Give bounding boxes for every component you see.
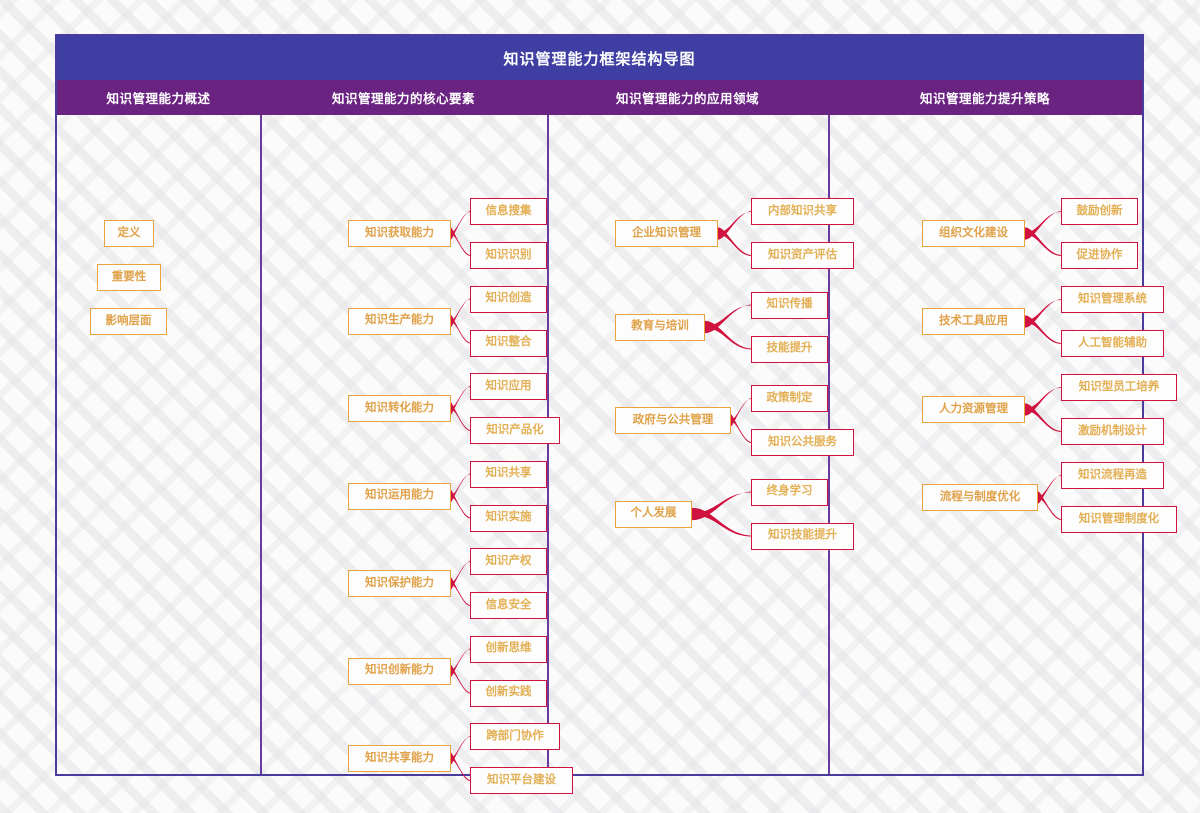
node-child-4-4-2[interactable]: 知识管理制度化: [1061, 506, 1177, 533]
node-child-2-6-2[interactable]: 创新实践: [470, 679, 547, 707]
node-child-2-4-2[interactable]: 知识实施: [470, 504, 547, 532]
node-parent-3-2[interactable]: 教育与培训: [615, 313, 705, 341]
connector: [451, 402, 470, 431]
node-parent-2-7[interactable]: 知识共享能力: [348, 745, 451, 772]
node-child-3-4-1[interactable]: 终身学习: [751, 478, 828, 506]
node-child-3-1-1[interactable]: 内部知识共享: [751, 198, 854, 225]
node-child-4-3-1[interactable]: 知识型员工培养: [1061, 374, 1177, 401]
node-child-4-1-1[interactable]: 鼓励创新: [1061, 198, 1138, 225]
node-parent-3-4[interactable]: 个人发展: [615, 500, 692, 528]
node-parent-3-1[interactable]: 企业知识管理: [615, 220, 718, 247]
node-child-2-5-2[interactable]: 信息安全: [470, 592, 547, 619]
connector: [1025, 211, 1061, 240]
node-child-4-2-1[interactable]: 知识管理系统: [1061, 286, 1164, 313]
node-child-4-1-2[interactable]: 促进协作: [1061, 242, 1138, 269]
column-header-band: 知识管理能力概述 知识管理能力的核心要素 知识管理能力的应用领域 知识管理能力提升策略: [57, 80, 1142, 115]
connector: [1025, 299, 1061, 328]
node-child-3-3-2[interactable]: 知识公共服务: [751, 429, 854, 456]
node-parent-4-3[interactable]: 人力资源管理: [922, 396, 1025, 423]
node-overview-3[interactable]: 影响层面: [90, 308, 167, 335]
node-parent-4-1[interactable]: 组织文化建设: [922, 220, 1025, 247]
connector: [731, 414, 751, 443]
node-child-4-2-2[interactable]: 人工智能辅助: [1061, 330, 1164, 357]
node-child-4-4-1[interactable]: 知识流程再造: [1061, 462, 1164, 489]
node-child-2-7-2[interactable]: 知识平台建设: [470, 767, 573, 794]
columns-body: 定义重要性影响层面知识获取能力信息搜集知识识别知识生产能力知识创造知识整合知识转…: [57, 115, 1177, 794]
node-child-3-3-1[interactable]: 政策制定: [751, 385, 828, 412]
node-child-3-2-2[interactable]: 技能提升: [751, 335, 828, 363]
column-4: 组织文化建设鼓励创新促进协作技术工具应用知识管理系统人工智能辅助人力资源管理知识…: [828, 115, 1177, 774]
connector: [1025, 403, 1061, 432]
node-parent-2-6[interactable]: 知识创新能力: [348, 657, 451, 685]
node-child-2-1-1[interactable]: 信息搜集: [470, 198, 547, 225]
connector: [451, 577, 470, 606]
column-1: 定义重要性影响层面: [57, 115, 260, 774]
column-header-2: 知识管理能力的核心要素: [331, 92, 475, 106]
node-parent-4-2[interactable]: 技术工具应用: [922, 308, 1025, 335]
node-child-2-6-1[interactable]: 创新思维: [470, 635, 547, 663]
node-parent-4-4[interactable]: 流程与制度优化: [922, 484, 1038, 511]
column-divider-2: [547, 115, 549, 774]
node-parent-2-1[interactable]: 知识获取能力: [348, 220, 451, 247]
node-child-2-1-2[interactable]: 知识识别: [470, 242, 547, 269]
connector: [705, 320, 751, 350]
connector: [451, 227, 470, 256]
node-child-2-7-1[interactable]: 跨部门协作: [470, 723, 560, 750]
connector: [451, 473, 470, 503]
connector: [1025, 315, 1061, 344]
connector: [692, 491, 751, 521]
node-parent-2-5[interactable]: 知识保护能力: [348, 570, 451, 597]
column-divider-1: [260, 115, 262, 774]
node-child-2-3-1[interactable]: 知识应用: [470, 373, 547, 400]
node-child-3-1-2[interactable]: 知识资产评估: [751, 242, 854, 269]
column-2: 知识获取能力信息搜集知识识别知识生产能力知识创造知识整合知识转化能力知识应用知识…: [260, 115, 573, 794]
connector: [692, 507, 751, 537]
connector: [718, 227, 751, 256]
node-child-2-2-2[interactable]: 知识整合: [470, 329, 547, 357]
connector: [451, 386, 470, 415]
node-parent-2-4[interactable]: 知识运用能力: [348, 482, 451, 510]
page-title: 知识管理能力框架结构导图: [503, 50, 696, 68]
connector: [451, 648, 470, 678]
node-child-2-3-2[interactable]: 知识产品化: [470, 417, 560, 444]
connector: [451, 561, 470, 590]
connector: [451, 752, 470, 781]
connector: [451, 314, 470, 344]
column-header-1: 知识管理能力概述: [106, 92, 211, 106]
column-3: 企业知识管理 内部知识共享知识资产评估教育与培训 知识传播技能提升政府与公共管理政策…: [547, 115, 854, 774]
node-overview-1[interactable]: 定义: [104, 220, 154, 247]
node-parent-2-2[interactable]: 知识生产能力: [348, 307, 451, 335]
node-parent-3-3[interactable]: 政府与公共管理: [615, 407, 731, 434]
column-header-4: 知识管理能力提升策略: [919, 92, 1050, 106]
connector: [1038, 475, 1061, 504]
node-overview-2[interactable]: 重要性: [97, 264, 161, 291]
diagram-title-bar: 知识管理能力框架结构导图: [57, 36, 1142, 80]
connector: [705, 304, 751, 334]
mindmap-frame: 知识管理能力框架结构导图 知识管理能力概述 知识管理能力的核心要素 知识管理能力的应…: [55, 34, 1177, 794]
column-header-3: 知识管理能力的应用领域: [615, 92, 759, 106]
connector: [718, 211, 751, 240]
node-child-2-2-1[interactable]: 知识创造: [470, 285, 547, 313]
connector: [451, 664, 470, 694]
node-parent-2-3[interactable]: 知识转化能力: [348, 395, 451, 422]
connector: [731, 398, 751, 427]
connector: [451, 298, 470, 328]
connector: [451, 489, 470, 519]
connector: [451, 211, 470, 240]
node-child-3-4-2[interactable]: 知识技能提升: [751, 522, 854, 550]
connector: [451, 736, 470, 765]
node-child-2-4-1[interactable]: 知识共享: [470, 460, 547, 488]
connector: [1025, 227, 1061, 256]
connector: [1038, 491, 1061, 520]
connector-lines: [57, 115, 260, 774]
node-child-3-2-1[interactable]: 知识传播: [751, 291, 828, 319]
node-child-2-5-1[interactable]: 知识产权: [470, 548, 547, 575]
connector: [1025, 387, 1061, 416]
node-child-4-3-2[interactable]: 激励机制设计: [1061, 418, 1164, 445]
